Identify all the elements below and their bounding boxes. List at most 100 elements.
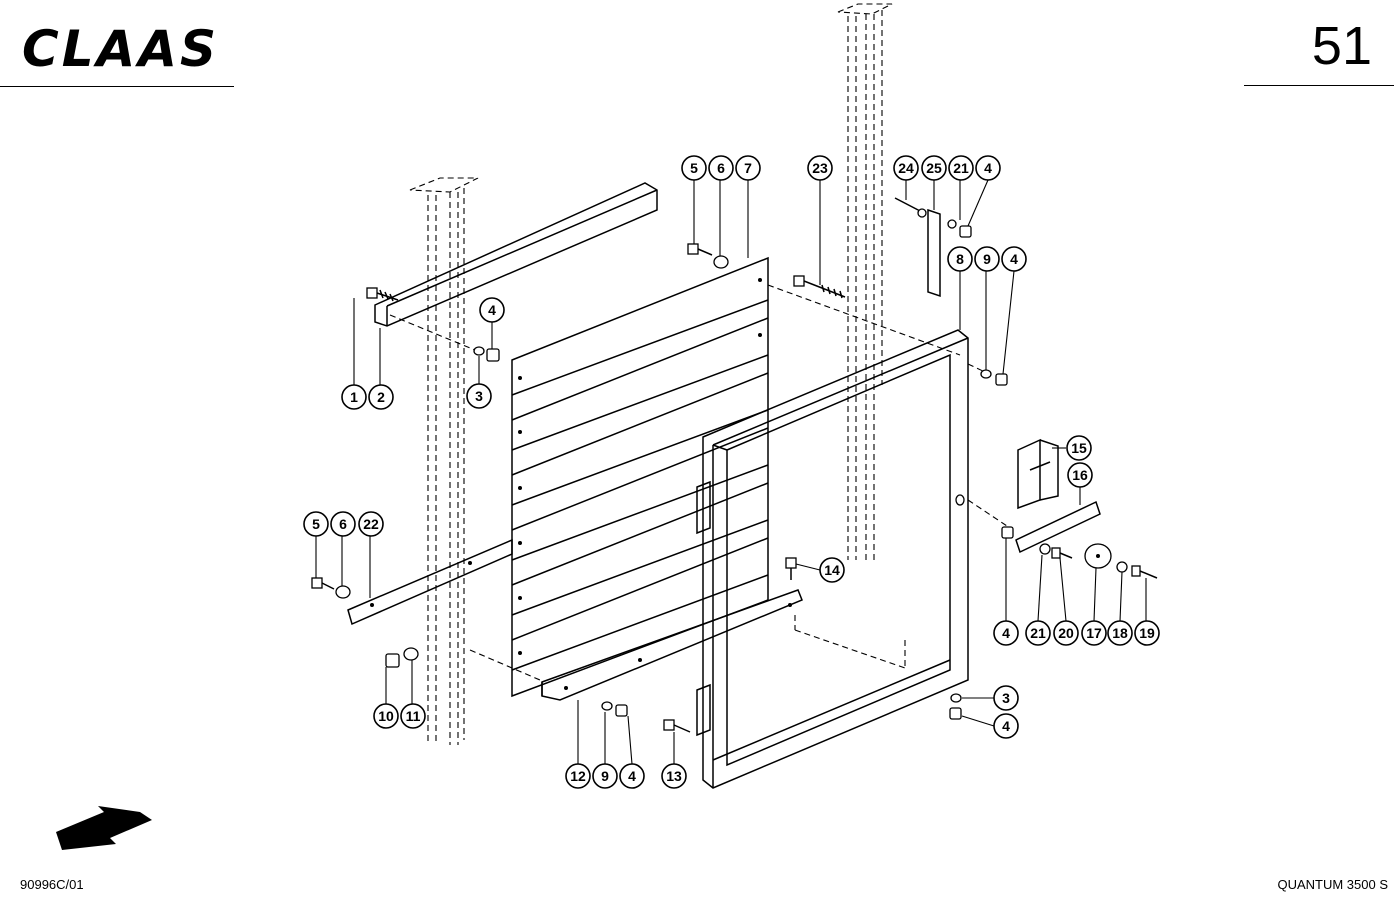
washer-9-nut-4-bottom — [601, 701, 628, 717]
svg-text:5: 5 — [312, 516, 320, 532]
callout-22: 22 — [358, 511, 384, 537]
callout-5-top: 5 — [681, 155, 707, 181]
washer-3-nut-4-bottom-right — [949, 693, 962, 720]
callout-6-top: 6 — [708, 155, 734, 181]
svg-text:4: 4 — [1010, 251, 1018, 267]
svg-text:21: 21 — [953, 160, 969, 176]
callout-4-top-left: 4 — [479, 297, 505, 323]
callout-4-bottom: 4 — [619, 763, 645, 789]
callout-3-bottom-right: 3 — [993, 685, 1019, 711]
callout-25: 25 — [921, 155, 947, 181]
callout-14: 14 — [819, 557, 845, 583]
callout-10: 10 — [373, 703, 399, 729]
callout-24: 24 — [893, 155, 919, 181]
callout-9-right: 9 — [974, 246, 1000, 272]
svg-text:7: 7 — [744, 160, 752, 176]
svg-text:20: 20 — [1058, 625, 1074, 641]
left-support-post — [409, 177, 479, 745]
svg-text:17: 17 — [1086, 625, 1102, 641]
callout-17: 17 — [1081, 620, 1107, 646]
nut-10-washer-11 — [385, 647, 419, 668]
svg-text:3: 3 — [475, 388, 483, 404]
header-rule-right — [1244, 85, 1394, 86]
callout-4-right: 4 — [1001, 246, 1027, 272]
svg-text:15: 15 — [1071, 440, 1087, 456]
fastener-stack-right — [1001, 526, 1158, 579]
callout-4-bottom-right: 4 — [993, 620, 1019, 646]
svg-text:23: 23 — [812, 160, 828, 176]
clip-15 — [1017, 438, 1059, 510]
bolt-23 — [793, 275, 846, 299]
callout-23: 23 — [807, 155, 833, 181]
svg-text:8: 8 — [956, 251, 964, 267]
svg-text:1: 1 — [350, 389, 358, 405]
svg-text:24: 24 — [898, 160, 914, 176]
svg-text:3: 3 — [1002, 690, 1010, 706]
svg-text:2: 2 — [377, 389, 385, 405]
callout-4-top-right: 4 — [975, 155, 1001, 181]
svg-text:4: 4 — [488, 302, 496, 318]
claas-logo: CLAAS — [22, 22, 219, 72]
svg-text:16: 16 — [1072, 467, 1088, 483]
bolt-5-washer-6-top — [687, 243, 729, 269]
callout-5-left: 5 — [303, 511, 329, 537]
direction-arrow-icon — [56, 806, 152, 850]
leader-lines — [315, 179, 1147, 765]
callout-9-bottom: 9 — [592, 763, 618, 789]
washer-3-nut-4-top — [473, 346, 500, 362]
callout-3: 3 — [466, 383, 492, 409]
bolt-13 — [663, 719, 691, 733]
svg-text:6: 6 — [717, 160, 725, 176]
callout-13: 13 — [661, 763, 687, 789]
top-bracket-bar — [374, 182, 658, 327]
frame-assembly — [696, 329, 969, 789]
callout-20: 20 — [1053, 620, 1079, 646]
bottom-rail — [541, 589, 803, 701]
pin-24-strap-25 — [894, 197, 972, 298]
document-id: 90996C/01 — [20, 877, 84, 892]
callout-15: 15 — [1066, 435, 1092, 461]
callout-21-top: 21 — [948, 155, 974, 181]
svg-text:10: 10 — [378, 708, 394, 724]
callout-6-left: 6 — [330, 511, 356, 537]
callout-19: 19 — [1134, 620, 1160, 646]
callout-2: 2 — [368, 384, 394, 410]
callout-11: 11 — [400, 703, 426, 729]
callout-21-bottom: 21 — [1025, 620, 1051, 646]
svg-text:5: 5 — [690, 160, 698, 176]
right-support-post — [837, 3, 893, 560]
callout-18: 18 — [1107, 620, 1133, 646]
svg-text:22: 22 — [363, 516, 379, 532]
svg-text:6: 6 — [339, 516, 347, 532]
svg-text:18: 18 — [1112, 625, 1128, 641]
bolt-14 — [785, 557, 797, 580]
svg-text:19: 19 — [1139, 625, 1155, 641]
svg-text:4: 4 — [1002, 625, 1010, 641]
louvred-panel — [511, 256, 769, 698]
callout-8: 8 — [947, 246, 973, 272]
strip-16 — [1015, 500, 1101, 554]
svg-text:25: 25 — [926, 160, 942, 176]
lower-left-bar — [347, 538, 513, 626]
callout-16: 16 — [1067, 462, 1093, 488]
svg-text:4: 4 — [628, 768, 636, 784]
bolt-5-washer-6-left — [311, 577, 351, 599]
claas-logo-text: CLAAS — [22, 22, 219, 72]
svg-text:14: 14 — [824, 562, 840, 578]
callout-12: 12 — [565, 763, 591, 789]
callout-1: 1 — [341, 384, 367, 410]
page-number: 51 — [1311, 16, 1372, 76]
svg-text:9: 9 — [601, 768, 609, 784]
svg-text:11: 11 — [406, 708, 421, 724]
washer-9-nut-4-right — [980, 369, 1008, 386]
callout-7: 7 — [735, 155, 761, 181]
svg-text:13: 13 — [666, 768, 682, 784]
svg-text:4: 4 — [984, 160, 992, 176]
header-rule-left — [0, 86, 234, 87]
callout-4-bottom-frame: 4 — [993, 713, 1019, 739]
svg-text:12: 12 — [570, 768, 586, 784]
model-name: QUANTUM 3500 S — [1277, 877, 1388, 892]
svg-text:21: 21 — [1030, 625, 1046, 641]
svg-text:4: 4 — [1002, 718, 1010, 734]
